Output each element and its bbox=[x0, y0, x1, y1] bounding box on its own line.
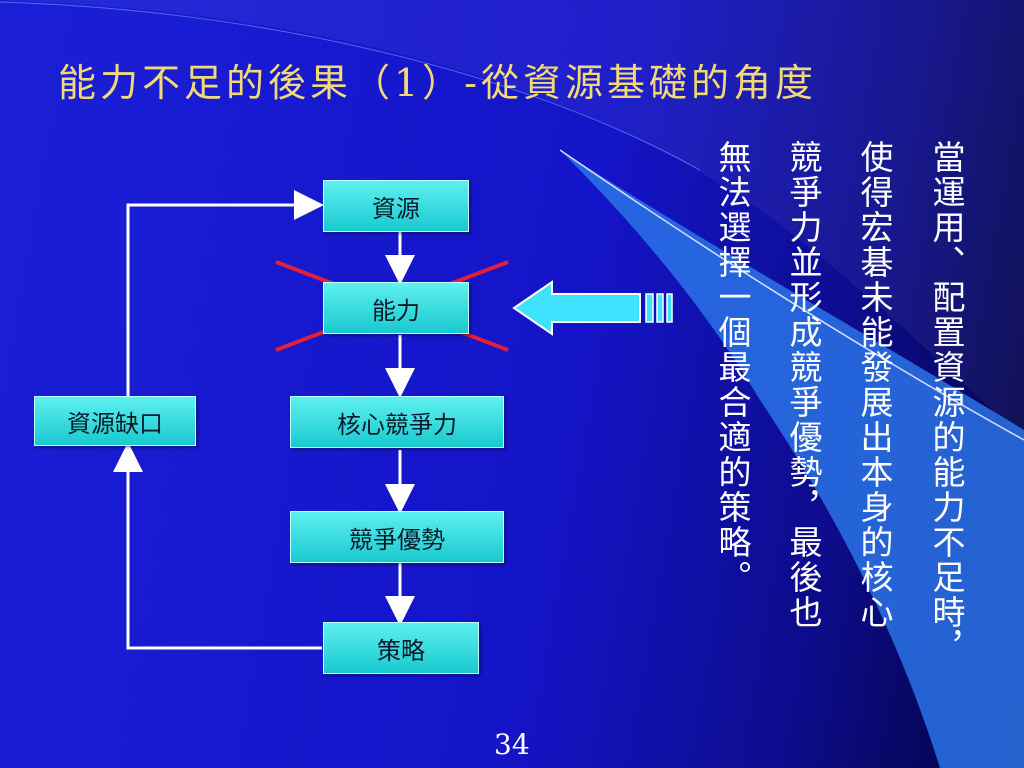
box-resources: 資源 bbox=[323, 180, 469, 232]
side-text-column-2: 使得宏碁未能發展出本身的核心 bbox=[855, 140, 894, 630]
side-text-column-4: 無法選擇一個最合適的策略。 bbox=[713, 140, 752, 595]
slide-title: 能力不足的後果（1）-從資源基礎的角度 bbox=[58, 61, 818, 105]
box-competitive-advantage: 競爭優勢 bbox=[290, 511, 504, 563]
box-resource-gap: 資源缺口 bbox=[34, 396, 196, 446]
page-number: 34 bbox=[494, 728, 530, 761]
box-core-competence: 核心競爭力 bbox=[290, 396, 504, 448]
side-text-column-3: 競爭力並形成競爭優勢，最後也 bbox=[784, 140, 823, 630]
side-text-column-1: 當運用、配置資源的能力不足時， bbox=[927, 140, 966, 665]
left-arrow-icon bbox=[512, 280, 673, 336]
box-strategy: 策略 bbox=[323, 622, 479, 674]
box-capability: 能力 bbox=[323, 282, 469, 334]
